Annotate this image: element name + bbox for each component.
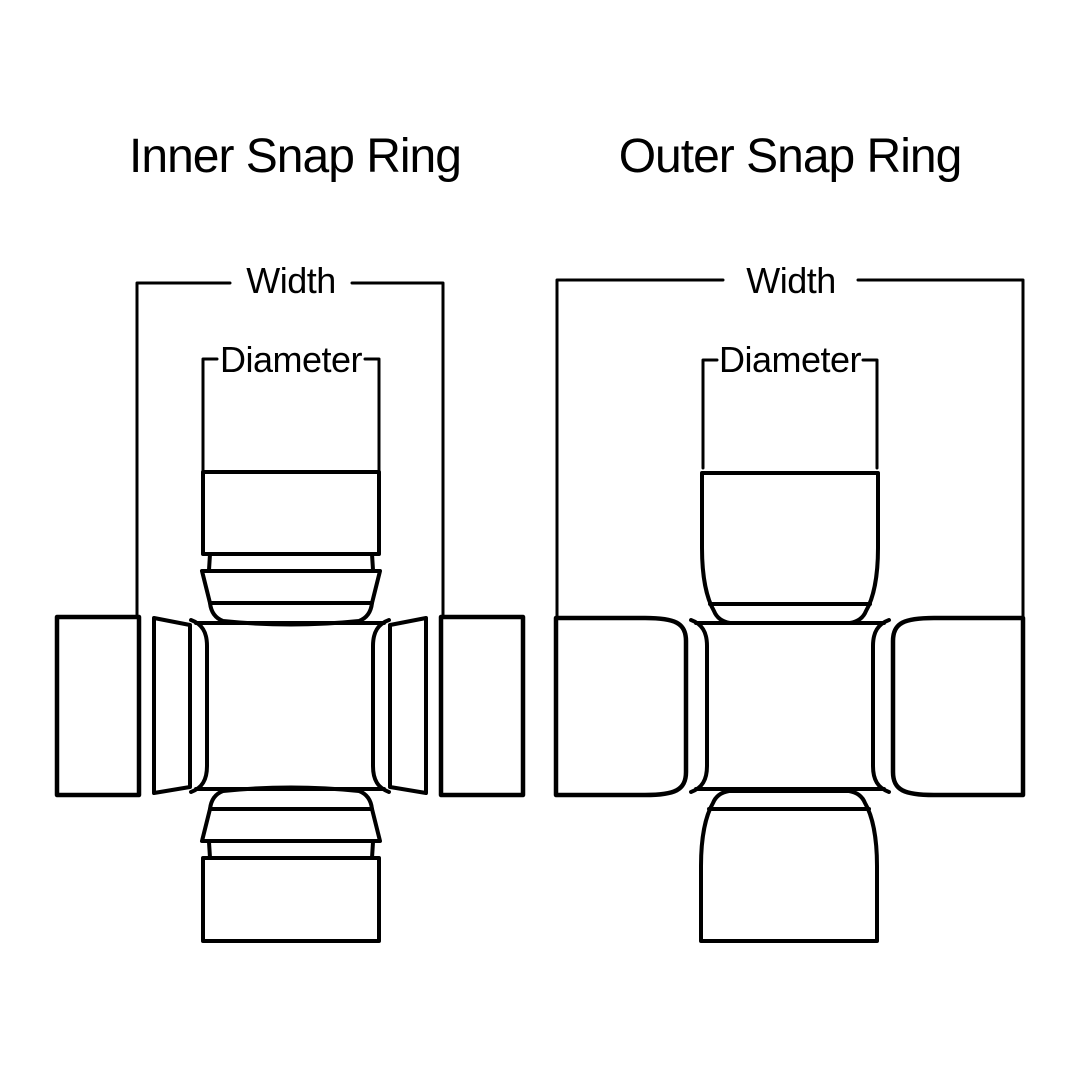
inner-bottom-cap-seal — [208, 785, 374, 811]
inner-left-snap-ring — [152, 616, 192, 795]
outer-width-label: Width — [746, 260, 836, 301]
outer-top-cap-body — [700, 471, 880, 625]
inner-top-cap-body — [201, 470, 381, 556]
inner-diameter-label: Diameter — [220, 339, 363, 380]
outer-width-dimension-right-bracket — [856, 278, 1025, 618]
outer-snap-ring-diagram: Outer Snap Ring Width Diameter — [553, 130, 1026, 943]
inner-cross-body-right-trunnion — [371, 618, 391, 794]
outer-cross-body-left-trunnion — [689, 618, 709, 794]
inner-top-cap-groove — [207, 552, 375, 572]
inner-top-cap-flange — [200, 569, 382, 605]
inner-bottom-cap-flange — [200, 807, 382, 843]
outer-diameter-dimension-right-bracket — [861, 358, 879, 470]
inner-cross-body-edges — [194, 621, 386, 791]
outer-width-dimension-left-bracket — [555, 278, 725, 618]
inner-diameter-dimension-right-bracket — [363, 357, 381, 472]
inner-cross-body-left-trunnion — [189, 618, 209, 794]
outer-diameter-label: Diameter — [719, 339, 862, 380]
inner-right-snap-ring — [388, 616, 428, 795]
inner-width-dimension-right-bracket — [350, 281, 445, 618]
inner-bottom-cap-groove — [207, 840, 375, 860]
inner-bottom-cap-body — [201, 856, 381, 943]
inner-width-label: Width — [246, 260, 336, 301]
outer-diameter-dimension-left-bracket — [701, 358, 719, 470]
outer-bottom-cap-body — [699, 789, 879, 943]
outer-cross-body-right-trunnion — [871, 618, 891, 794]
outer-left-cap — [553, 615, 689, 798]
inner-width-dimension-left-bracket — [135, 281, 232, 618]
inner-snap-ring-diagram: Inner Snap Ring Width Diameter — [54, 130, 526, 943]
outer-right-cap — [890, 615, 1026, 798]
inner-diameter-dimension-left-bracket — [201, 357, 219, 472]
inner-right-cap — [438, 614, 526, 798]
inner-left-cap — [54, 614, 142, 798]
outer-cross-body-edges — [694, 621, 886, 791]
inner-diagram-title: Inner Snap Ring — [129, 130, 461, 183]
outer-diagram-title: Outer Snap Ring — [619, 130, 962, 183]
